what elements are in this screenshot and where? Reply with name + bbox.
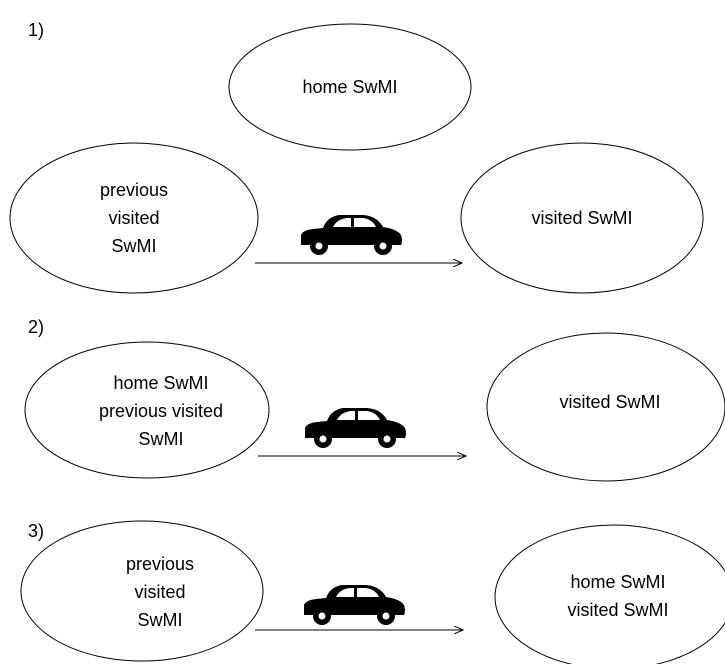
scenario-2-number: 2) xyxy=(28,317,44,337)
node-label-line: home SwMI xyxy=(570,572,665,592)
scenario-1-number: 1) xyxy=(28,20,44,40)
scenario-3-number: 3) xyxy=(28,521,44,541)
scenario-2-target-node: visited SwMI xyxy=(486,332,725,482)
node-ellipse xyxy=(494,524,725,664)
scenario-1-source-node: previous visited SwMI xyxy=(9,142,259,294)
node-ellipse xyxy=(24,341,270,479)
node-label-line: visited xyxy=(108,208,159,228)
node-label-line: home SwMI xyxy=(113,373,208,393)
node-ellipse xyxy=(486,332,725,482)
car-icon xyxy=(304,585,405,625)
car-icon xyxy=(301,215,402,255)
node-label-line: SwMI xyxy=(112,236,157,256)
scenario-1-target-node: visited SwMI xyxy=(460,142,704,294)
scenario-3: 3) previous visited SwMI home SwMI visit… xyxy=(20,520,725,664)
node-label: home SwMI xyxy=(302,77,397,97)
node-ellipse xyxy=(460,142,704,294)
node-label-line: SwMI xyxy=(138,610,183,630)
node-label-line: previous xyxy=(126,554,194,574)
node-label-line: visited SwMI xyxy=(567,600,668,620)
car-icon xyxy=(305,408,406,448)
node-label: visited SwMI xyxy=(559,392,660,412)
scenario-2: 2) home SwMI previous visited SwMI visit… xyxy=(24,317,725,482)
scenario-3-target-node: home SwMI visited SwMI xyxy=(494,524,725,664)
scenario-1: 1) home SwMI previous visited SwMI visit… xyxy=(9,20,704,294)
scenario-3-source-node: previous visited SwMI xyxy=(20,520,264,662)
node-ellipse xyxy=(9,142,259,294)
node-label-line: previous xyxy=(100,180,168,200)
node-label: visited SwMI xyxy=(531,208,632,228)
node-label-line: SwMI xyxy=(139,429,184,449)
scenario-2-source-node: home SwMI previous visited SwMI xyxy=(24,341,270,479)
node-label-line: visited xyxy=(134,582,185,602)
node-ellipse xyxy=(228,23,472,151)
scenario-1-home-node: home SwMI xyxy=(228,23,472,151)
node-label-line: previous visited xyxy=(99,401,223,421)
node-ellipse xyxy=(20,520,264,662)
